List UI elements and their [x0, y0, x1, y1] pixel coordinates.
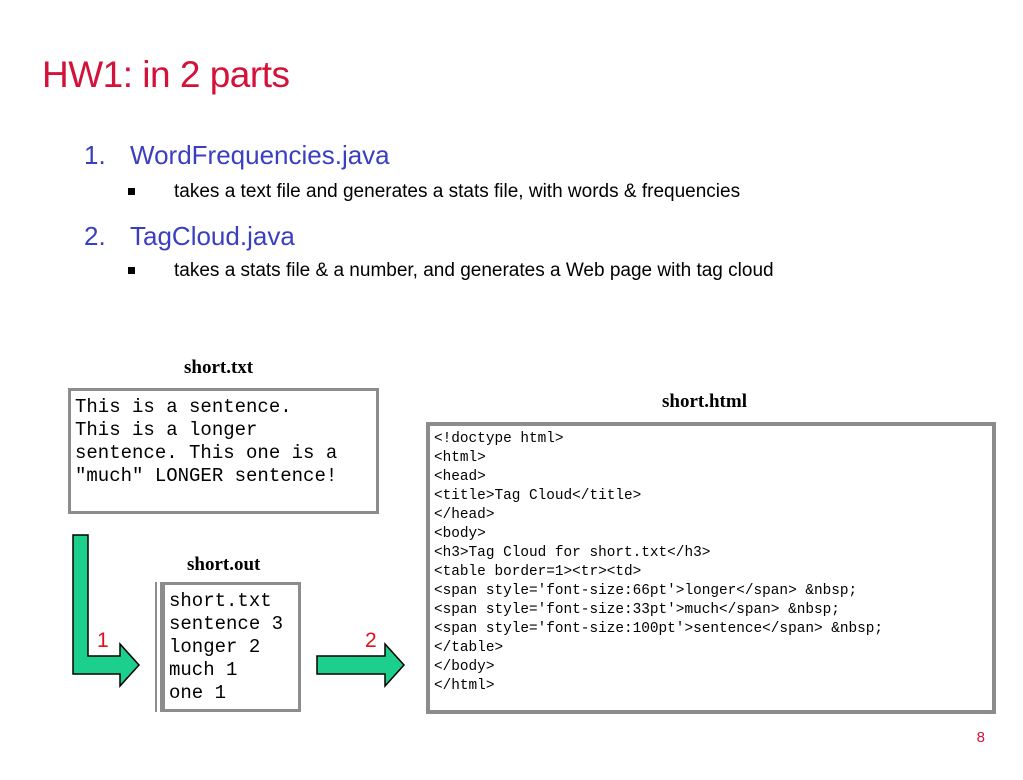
- square-bullet-icon: [128, 267, 135, 274]
- short-out-caption: short.out: [187, 554, 261, 575]
- list-item-1-label: WordFrequencies.java: [130, 140, 390, 170]
- arrow-2-shape: [316, 642, 406, 688]
- list-item-2-number: 2.: [84, 221, 106, 251]
- short-txt-caption: short.txt: [184, 357, 254, 378]
- list-item-2: 2. TagCloud.java: [84, 221, 295, 252]
- arrow-1-label: 1: [97, 629, 109, 652]
- list-item-1-bullet-text: takes a text file and generates a stats …: [174, 181, 741, 202]
- short-html-caption: short.html: [662, 391, 747, 412]
- page-number: 8: [976, 729, 985, 746]
- square-bullet-icon: [128, 188, 135, 195]
- arrow-1-shape: [72, 534, 141, 688]
- short-txt-box: This is a sentence. This is a longer sen…: [68, 388, 379, 514]
- arrow-2-label: 2: [365, 629, 377, 652]
- short-html-box: <!doctype html> <html> <head> <title>Tag…: [426, 422, 996, 714]
- list-item-2-bullet-text: takes a stats file & a number, and gener…: [174, 260, 774, 281]
- list-item-1-number: 1.: [84, 140, 106, 170]
- short-out-box: short.txt sentence 3 longer 2 much 1 one…: [160, 582, 301, 712]
- list-item-2-bullet: takes a stats file & a number, and gener…: [128, 260, 774, 282]
- list-item-1: 1. WordFrequencies.java: [84, 140, 390, 171]
- slide-title: HW1: in 2 parts: [42, 54, 290, 95]
- list-item-1-bullet: takes a text file and generates a stats …: [128, 181, 741, 203]
- short-out-divider: [155, 582, 157, 712]
- list-item-2-label: TagCloud.java: [130, 221, 295, 251]
